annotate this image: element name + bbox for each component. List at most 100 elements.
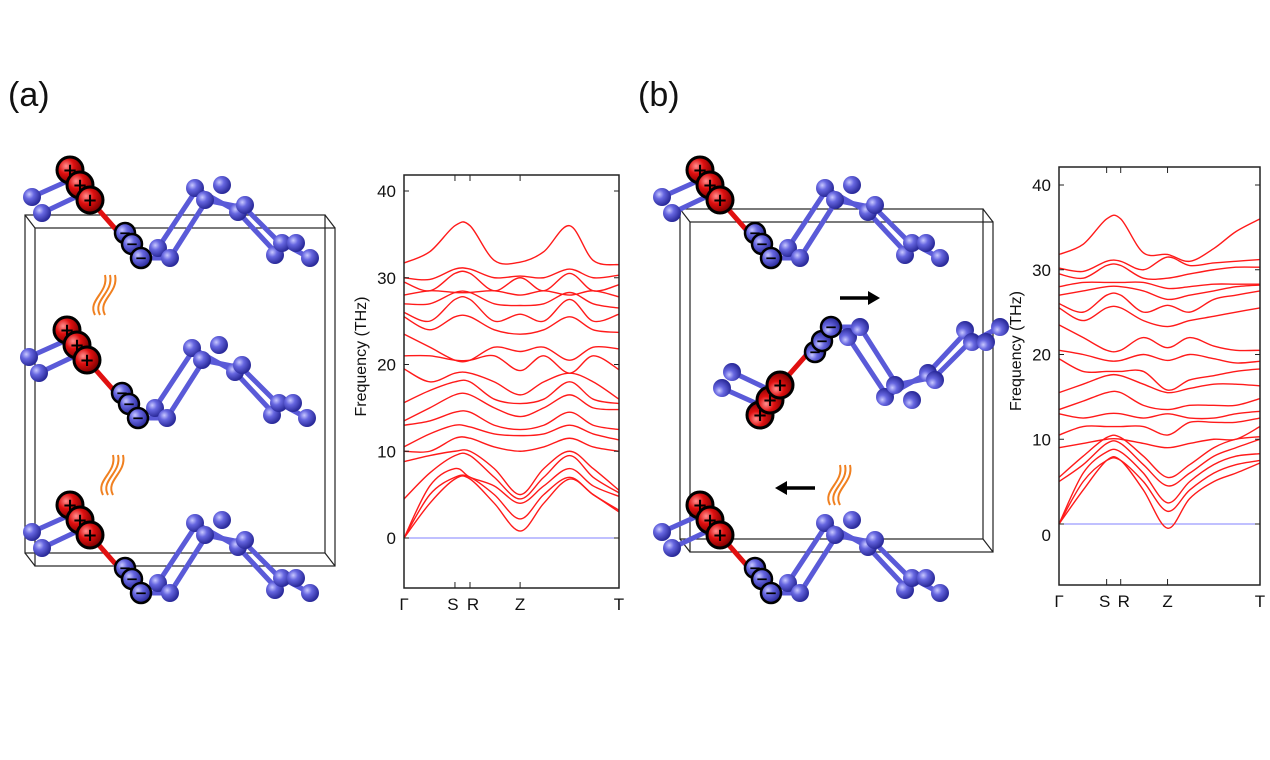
- negative-atom: [759, 581, 783, 605]
- blue-atom: [213, 511, 231, 529]
- heat-wave-icon: [827, 464, 852, 506]
- x-tick-label: Z: [1162, 592, 1172, 611]
- plus-sign: +: [772, 375, 787, 396]
- phonon-band: [403, 436, 620, 453]
- crystal-structures: [20, 155, 1009, 605]
- blue-atom: [903, 234, 921, 252]
- blue-atom: [931, 584, 949, 602]
- blue-atom: [866, 531, 884, 549]
- layer: [23, 155, 319, 270]
- y-tick-label: 10: [1032, 430, 1051, 449]
- phonon-band: [403, 290, 620, 298]
- blue-atom: [791, 249, 809, 267]
- negative-atom: [129, 581, 153, 605]
- minus-sign: −: [749, 224, 762, 242]
- negative-atom: [759, 246, 783, 270]
- blue-atom: [161, 584, 179, 602]
- plot-frame: [403, 174, 620, 589]
- blue-atom: [20, 348, 38, 366]
- blue-atom: [977, 333, 995, 351]
- minus-sign: −: [116, 384, 129, 402]
- atom-charge-signs: −−−+++−−−+++−−−+++−−−+++−−−+++−−−+++: [59, 160, 837, 602]
- blue-atom: [926, 371, 944, 389]
- blue-atom: [213, 176, 231, 194]
- phonon-band: [403, 475, 620, 539]
- blue-atom: [273, 234, 291, 252]
- minus-sign: −: [765, 584, 778, 602]
- arrow-right-icon: [840, 291, 880, 305]
- blue-atom: [301, 249, 319, 267]
- y-tick-label: 30: [1032, 261, 1051, 280]
- plus-sign: +: [79, 350, 94, 371]
- layer: [653, 155, 949, 270]
- blue-atom: [713, 379, 731, 397]
- cell-front: [689, 221, 994, 553]
- blue-atom: [653, 188, 671, 206]
- phonon-band: [403, 467, 620, 539]
- y-tick-label: 0: [1042, 526, 1051, 545]
- bond: [164, 361, 205, 420]
- minus-sign: −: [126, 570, 139, 588]
- minus-sign: −: [765, 249, 778, 267]
- wave: [102, 274, 117, 316]
- phonon-band: [1058, 425, 1261, 449]
- positive-atom: [75, 520, 105, 550]
- phonon-band: [1058, 456, 1261, 529]
- blue-atom: [33, 539, 51, 557]
- plot-frame: [1058, 166, 1261, 586]
- blue-atom: [723, 363, 741, 381]
- positive-atom: [705, 185, 735, 215]
- wave: [827, 464, 842, 506]
- phonon-band: [403, 368, 620, 400]
- blue-atom: [779, 239, 797, 257]
- phonon-band: [1058, 305, 1261, 328]
- blue-atom: [161, 249, 179, 267]
- layer: [23, 490, 319, 605]
- phonon-band: [1058, 349, 1261, 364]
- bond: [785, 190, 828, 250]
- x-tick-label: R: [467, 595, 479, 614]
- blue-atom: [30, 364, 48, 382]
- phonon-band: [403, 379, 620, 405]
- blue-atom: [210, 336, 228, 354]
- bond: [167, 201, 208, 260]
- phonon-band: [403, 424, 620, 448]
- blue-atom: [876, 388, 894, 406]
- blue-atom: [183, 339, 201, 357]
- phonon-band: [1058, 410, 1261, 420]
- phonon-band: [403, 267, 620, 281]
- bond: [797, 536, 838, 595]
- blue-atom: [193, 351, 211, 369]
- plus-sign: +: [762, 390, 777, 411]
- bond: [152, 350, 195, 410]
- minus-sign: −: [123, 395, 136, 413]
- wave: [837, 464, 852, 506]
- x-tick-label: Γ: [1054, 592, 1063, 611]
- phonon-band: [1058, 214, 1261, 263]
- blue-atom: [146, 399, 164, 417]
- phonon-band: [403, 270, 620, 292]
- bond: [785, 525, 828, 585]
- minus-sign: −: [126, 235, 139, 253]
- layer: [713, 315, 1009, 430]
- blue-atom: [917, 569, 935, 587]
- minus-sign: −: [816, 332, 829, 350]
- phonon-band: [1058, 281, 1260, 290]
- panel-label-b: (b): [638, 76, 680, 114]
- blue-atom: [816, 514, 834, 532]
- phonon-band: [403, 410, 620, 431]
- blue-atom: [663, 539, 681, 557]
- blue-atom: [33, 204, 51, 222]
- wave: [97, 274, 112, 316]
- phonon-band: [1058, 324, 1261, 353]
- phonon-band: [1058, 256, 1261, 273]
- phonon-band: [1058, 290, 1261, 314]
- plus-sign: +: [62, 160, 77, 181]
- plus-sign: +: [702, 175, 717, 196]
- cell-edge: [24, 214, 36, 229]
- blue-atom: [991, 318, 1009, 336]
- plus-sign: +: [82, 525, 97, 546]
- blue-atom: [839, 328, 857, 346]
